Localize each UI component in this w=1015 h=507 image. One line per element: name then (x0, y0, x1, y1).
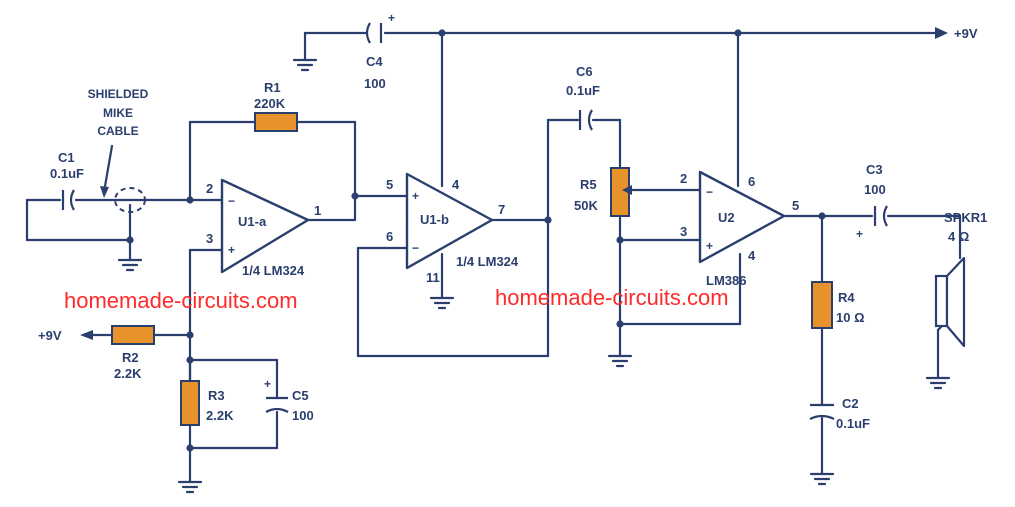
c5-name: C5 (292, 388, 309, 403)
u2-plus: + (706, 239, 713, 253)
vplus-label-left: +9V (38, 328, 62, 343)
resistor-r3 (180, 380, 200, 426)
shield-ring-icon (114, 187, 146, 213)
amplifier-u2 (698, 170, 786, 264)
pin-u2-6: 6 (748, 174, 755, 189)
spkr-name: SPKR1 (944, 210, 987, 225)
ground-icon (809, 472, 835, 486)
c2-value: 0.1uF (836, 416, 870, 431)
watermark-right: homemade-circuits.com (495, 285, 729, 310)
vplus-arrow-left (80, 330, 93, 340)
u1a-part: 1/4 LM324 (242, 263, 305, 278)
capacitor-c4 (365, 22, 383, 44)
resistor-r2 (111, 325, 155, 345)
pin-u1b-11: 11 (426, 270, 440, 285)
r1-value: 220K (254, 96, 286, 111)
capacitor-c6 (578, 109, 593, 131)
pin-u1a-3: 3 (206, 231, 213, 246)
capacitor-c2 (809, 403, 835, 420)
pin-u2-2: 2 (680, 171, 687, 186)
ground-icon (177, 480, 203, 494)
c3-value: 100 (864, 182, 886, 197)
potentiometer-r5 (610, 167, 647, 217)
capacitor-c1 (61, 189, 75, 211)
shielded-label-2: MIKE (103, 106, 133, 120)
c5-plus: + (264, 377, 271, 391)
pin-u1b-6: 6 (386, 229, 393, 244)
ground-icon (607, 354, 633, 368)
r1-name: R1 (264, 80, 281, 95)
shielded-label-1: SHIELDED (88, 87, 149, 101)
watermark-left: homemade-circuits.com (64, 288, 298, 313)
u1b-name: U1-b (420, 212, 449, 227)
vplus-arrow-top (935, 27, 948, 39)
r5-value: 50K (574, 198, 598, 213)
ground-icon (117, 258, 143, 272)
r3-value: 2.2K (206, 408, 234, 423)
pin-u1b-4: 4 (452, 177, 460, 192)
c2-name: C2 (842, 396, 859, 411)
pin-u1b-5: 5 (386, 177, 393, 192)
capacitor-c5 (265, 396, 289, 413)
opamp-u1a (220, 178, 310, 274)
c5-value: 100 (292, 408, 314, 423)
resistor-r4 (811, 281, 833, 329)
ground-icon (429, 296, 455, 310)
resistor-r1 (254, 112, 298, 132)
u1a-name: U1-a (238, 214, 267, 229)
speaker-icon (934, 256, 966, 348)
r2-value: 2.2K (114, 366, 142, 381)
r4-name: R4 (838, 290, 855, 305)
c4-plus: + (388, 11, 395, 25)
c4-value: 100 (364, 76, 386, 91)
pin-u1b-7: 7 (498, 202, 505, 217)
c6-value: 0.1uF (566, 83, 600, 98)
c3-name: C3 (866, 162, 883, 177)
capacitor-c3 (873, 205, 888, 227)
c3-plus: + (856, 227, 863, 241)
c6-name: C6 (576, 64, 593, 79)
ground-icon (925, 376, 951, 390)
c4-name: C4 (366, 54, 383, 69)
r5-name: R5 (580, 177, 597, 192)
u2-name: U2 (718, 210, 735, 225)
pin-u2-4: 4 (748, 248, 756, 263)
pin-u2-5: 5 (792, 198, 799, 213)
opamp-u1b (405, 172, 494, 270)
u1b-minus: − (412, 241, 419, 255)
r2-name: R2 (122, 350, 139, 365)
shielded-label-3: CABLE (97, 124, 138, 138)
pin-u1a-1: 1 (314, 203, 321, 218)
u1a-minus: − (228, 194, 235, 208)
ground-icon (292, 58, 318, 72)
u1a-plus: + (228, 243, 235, 257)
u2-minus: − (706, 185, 713, 199)
c1-name: C1 (58, 150, 75, 165)
c1-value: 0.1uF (50, 166, 84, 181)
r3-name: R3 (208, 388, 225, 403)
vplus-label-top: +9V (954, 26, 978, 41)
u1b-part: 1/4 LM324 (456, 254, 519, 269)
r4-value: 10 Ω (836, 310, 865, 325)
pin-u1a-2: 2 (206, 181, 213, 196)
spkr-value: 4 Ω (948, 229, 969, 244)
u1b-plus: + (412, 189, 419, 203)
u2-part: LM386 (706, 273, 746, 288)
pin-u2-3: 3 (680, 224, 687, 239)
